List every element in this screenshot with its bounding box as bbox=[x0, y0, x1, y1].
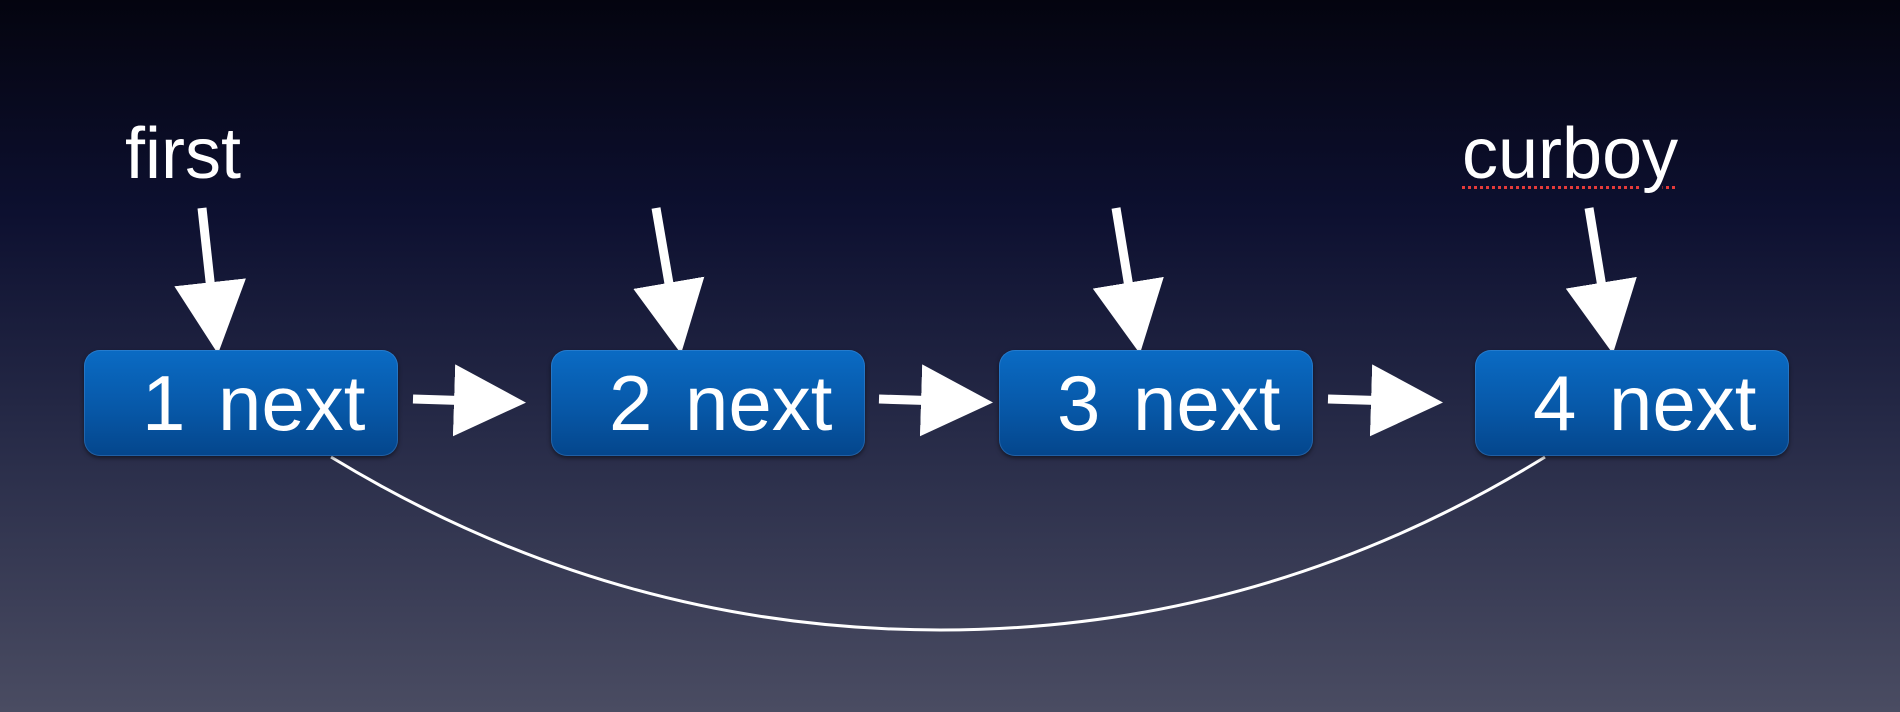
first-pointer-arrow bbox=[174, 207, 246, 354]
node3-pointer-arrow bbox=[1092, 207, 1164, 354]
node2-pointer-arrow bbox=[633, 207, 705, 354]
cur-label: curboy bbox=[1462, 114, 1679, 194]
first-label: first bbox=[125, 114, 241, 194]
loop-back-curve bbox=[330, 455, 1546, 632]
node-next-field: next bbox=[1609, 359, 1757, 447]
node-next-field: next bbox=[218, 359, 366, 447]
node-value: 2 bbox=[609, 359, 653, 447]
list-node-1: 1 next bbox=[84, 350, 398, 456]
next-arrow-1-2 bbox=[412, 364, 526, 437]
node-next-field: next bbox=[1133, 359, 1281, 447]
node-value: 1 bbox=[142, 359, 186, 447]
list-node-3: 3 next bbox=[999, 350, 1313, 456]
node-next-field: next bbox=[685, 359, 833, 447]
node-value: 3 bbox=[1057, 359, 1101, 447]
node-value: 4 bbox=[1533, 359, 1577, 447]
list-node-4: 4 next bbox=[1475, 350, 1789, 456]
cur-pointer-arrow bbox=[1565, 207, 1637, 354]
next-arrow-2-3 bbox=[878, 364, 993, 437]
next-arrow-3-4 bbox=[1327, 364, 1443, 437]
list-node-2: 2 next bbox=[551, 350, 865, 456]
